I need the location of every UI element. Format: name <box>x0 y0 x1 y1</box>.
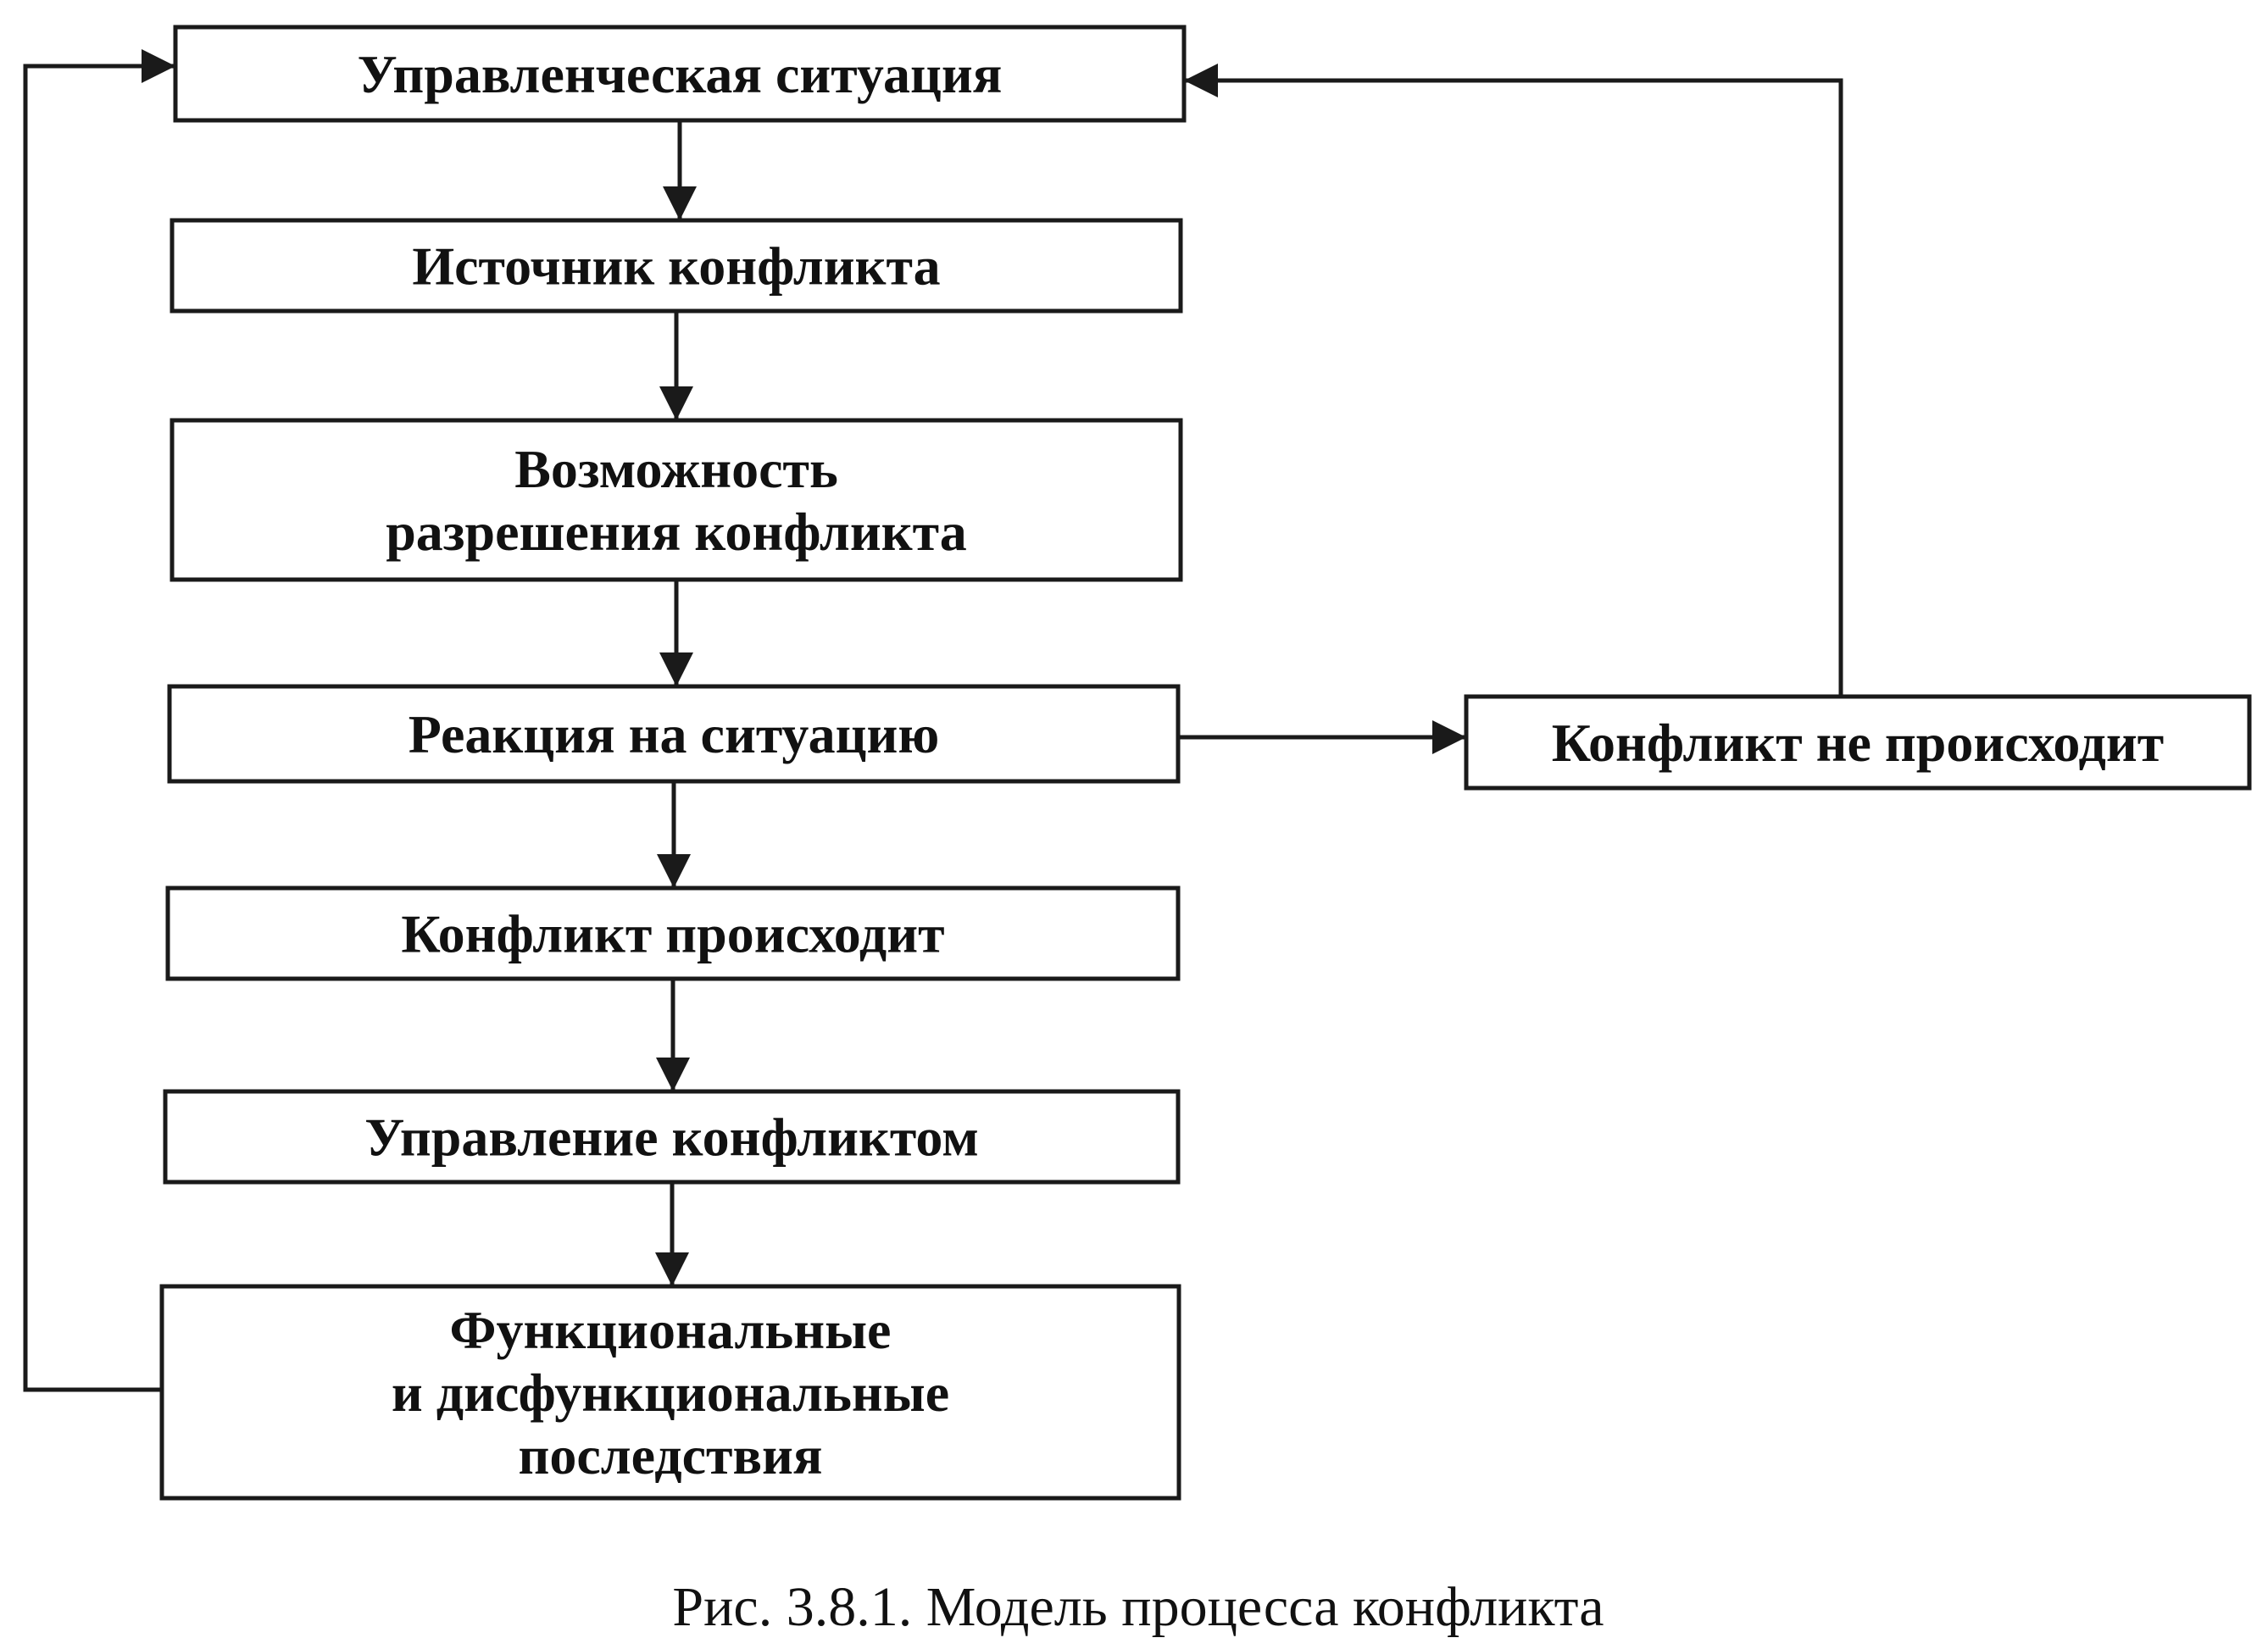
box-frame <box>173 25 1187 123</box>
box-conflict-source: Источник конфликта <box>170 218 1183 314</box>
edge-resolution-possibility-to-reaction-arrowhead <box>659 652 693 686</box>
box-label: Функциональные <box>450 1300 892 1360</box>
edge-no-conflict-to-management-situation <box>1184 78 1843 697</box>
box-frame <box>159 1284 1181 1501</box>
box-conflict-occurs: Конфликт происходит <box>165 886 1181 981</box>
box-reaction: Реакция на ситуацию <box>167 684 1181 784</box>
box-frame <box>167 684 1181 784</box>
box-frame <box>170 418 1183 582</box>
edge-reaction-to-conflict-occurs-arrowhead <box>657 854 691 888</box>
box-frame <box>170 218 1183 314</box>
box-label: разрешения конфликта <box>386 502 967 562</box>
box-management-situation: Управленческая ситуация <box>173 25 1187 123</box>
box-label: Источник конфликта <box>412 236 940 297</box>
edge-consequences-to-management-situation-arrowhead <box>142 49 175 83</box>
edge-conflict-management-to-consequences-arrowhead <box>655 1252 689 1286</box>
box-label: и дисфункциональные <box>392 1363 949 1423</box>
box-label: Реакция на ситуацию <box>409 704 939 764</box>
edge-consequences-to-management-situation <box>23 64 175 1392</box>
edge-conflict-source-to-resolution-possibility-arrowhead <box>659 386 693 420</box>
figure-caption: Рис. 3.8.1. Модель процесса конфликта <box>672 1576 1604 1638</box>
box-label: Конфликт не происходит <box>1552 713 2164 773</box>
box-label: Управление конфликтом <box>364 1108 979 1168</box>
box-label: Конфликт происходит <box>401 904 944 964</box>
edge-no-conflict-to-management-situation-arrowhead <box>1184 64 1218 97</box>
box-no-conflict: Конфликт не происходит <box>1464 694 2252 791</box>
box-label: Возможность <box>514 439 838 499</box>
box-frame <box>165 886 1181 981</box>
box-conflict-management: Управление конфликтом <box>163 1089 1181 1185</box>
box-label: последствия <box>518 1425 822 1485</box>
edge-conflict-occurs-to-conflict-management-arrowhead <box>656 1058 690 1091</box>
edge-reaction-to-no-conflict-arrowhead <box>1432 720 1466 754</box>
box-frame <box>1464 694 2252 791</box>
edge-management-situation-to-conflict-source-arrowhead <box>663 186 697 220</box>
connectors <box>23 49 1843 1392</box>
box-frame <box>163 1089 1181 1185</box>
box-label: Управленческая ситуация <box>358 44 1003 104</box>
